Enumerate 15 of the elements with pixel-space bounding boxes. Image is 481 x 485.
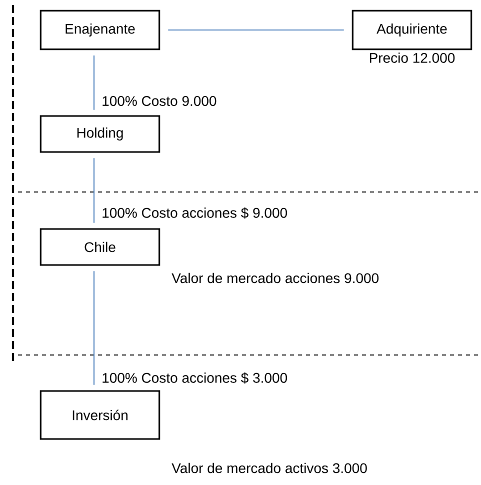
entity-box: Enajenante [40,10,160,50]
edge-label: 100% Costo acciones $ 9.000 [100,206,289,220]
connector-line [93,158,95,223]
connector-line [93,55,95,110]
value-label: Valor de mercado activos 3.000 [172,462,367,474]
entity-box: Inversión [40,390,160,440]
connector-line [93,271,95,385]
entity-box: Holding [40,115,160,153]
connector-line [168,29,344,31]
price-label: Precio 12.000 [370,52,455,63]
entity-box: Chile [40,228,160,266]
edge-label: 100% Costo 9.000 [100,94,218,108]
value-label: Valor de mercado acciones 9.000 [172,272,379,284]
entity-box: Adquiriente [352,10,472,50]
edge-label: 100% Costo acciones $ 3.000 [100,371,289,385]
